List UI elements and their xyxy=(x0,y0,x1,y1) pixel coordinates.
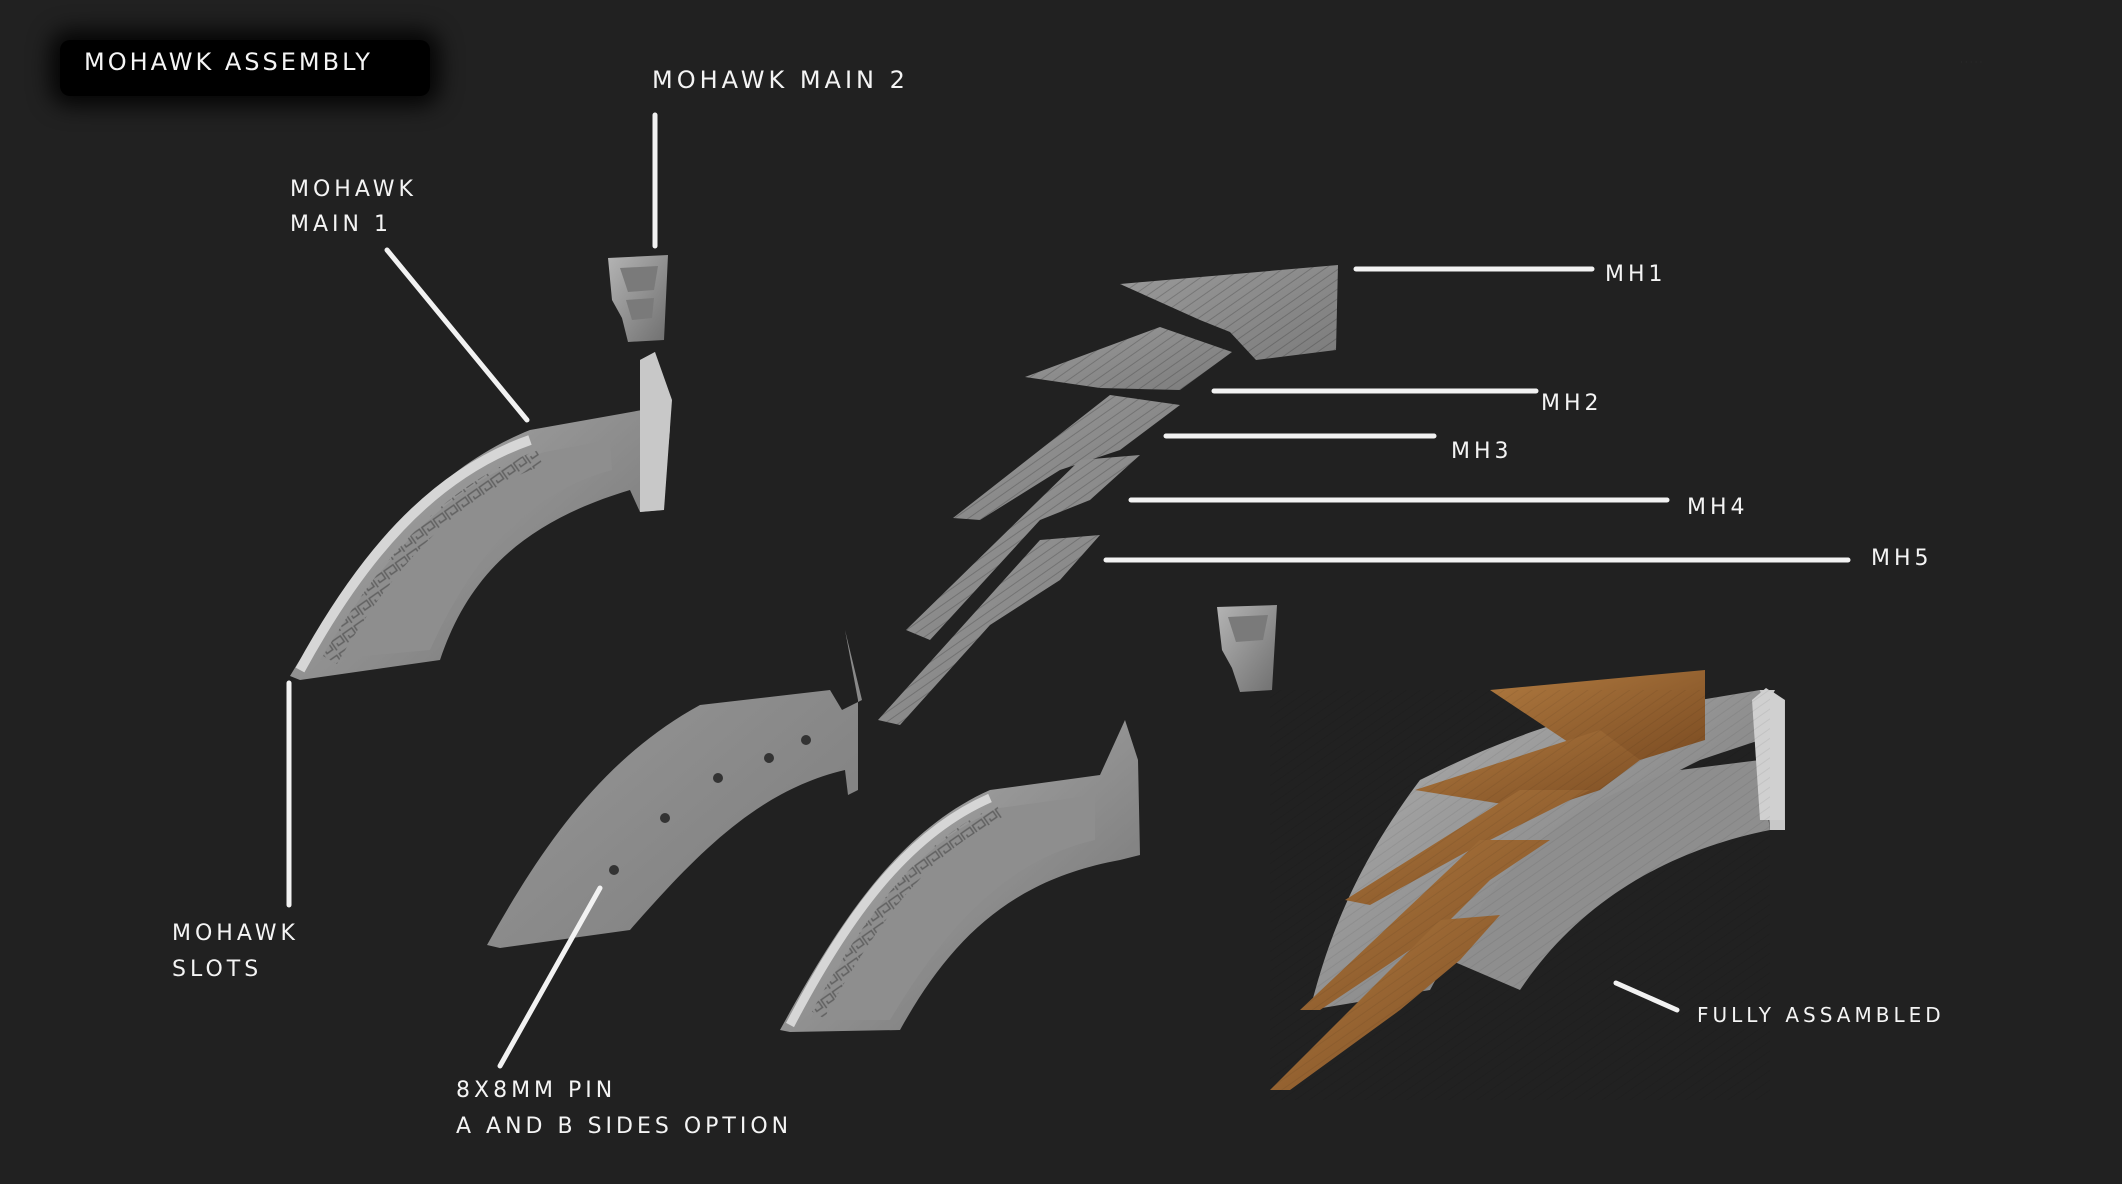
label-mh3: MH3 xyxy=(1451,439,1513,464)
label-pin-size: 8X8MM PIN xyxy=(456,1078,617,1103)
leader-mohawk-main-1 xyxy=(384,247,530,423)
leader-lines xyxy=(286,112,1851,1069)
label-mh2: MH2 xyxy=(1541,391,1603,416)
label-mh1: MH1 xyxy=(1605,262,1667,287)
mohawk-main-1-part-copy xyxy=(780,720,1140,1032)
label-pin-sides: A AND B SIDES OPTION xyxy=(456,1114,793,1139)
fully-assembled-part xyxy=(1270,670,1785,1100)
label-mohawk-main-2: MOHAWK MAIN 2 xyxy=(652,66,909,94)
title-badge xyxy=(60,40,430,96)
leader-fully-assembled xyxy=(1613,980,1680,1013)
mohawk-main-1-part xyxy=(290,352,672,680)
watermark: ····· xyxy=(1960,58,1985,68)
label-mohawk-slots-line1: MOHAWK xyxy=(172,921,299,946)
label-mohawk-main-1-line2: MAIN 1 xyxy=(290,212,392,237)
mohawk-slots-plate xyxy=(487,630,862,948)
mohawk-main-2-part-copy xyxy=(1217,605,1277,692)
mohawk-main-2-part xyxy=(608,255,668,342)
label-mh5: MH5 xyxy=(1871,546,1933,571)
mh-strips-exploded xyxy=(878,265,1338,725)
label-mohawk-slots-line2: SLOTS xyxy=(172,957,263,982)
label-fully-assembled: FULLY ASSAMBLED xyxy=(1697,1003,1945,1027)
label-mohawk-main-1-line1: MOHAWK xyxy=(290,177,417,202)
leader-pin xyxy=(497,885,603,1069)
label-mh4: MH4 xyxy=(1687,495,1749,520)
page-title: MOHAWK ASSEMBLY xyxy=(84,48,373,76)
